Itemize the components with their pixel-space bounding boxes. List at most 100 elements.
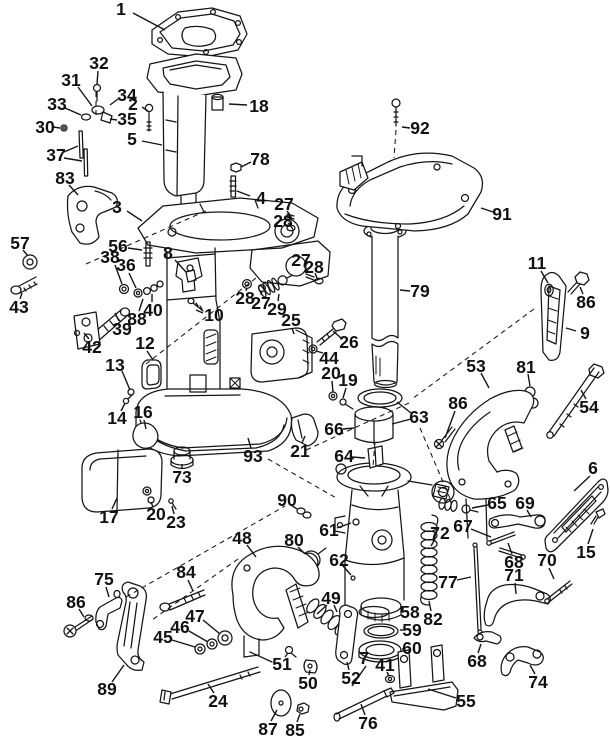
part-number-86: 86 [448,393,468,413]
leader-line-4 [236,190,251,197]
part-number-3: 3 [112,197,122,217]
part-number-75: 75 [94,569,114,589]
leader-line-49 [333,604,338,613]
part-hardware-cluster-top-left [60,83,113,177]
part-number-77: 77 [438,572,457,592]
part-clamp-lever-71 [483,583,551,627]
part-number-21: 21 [290,441,310,461]
part-number-83: 83 [55,168,75,188]
part-oring-59 [363,623,399,639]
part-number-6: 6 [588,458,598,478]
leader-line-7 [351,665,367,687]
leader-line-83 [68,184,79,196]
leader-line-30 [52,126,61,129]
leader-line-43 [19,292,23,300]
part-number-10: 10 [204,305,224,325]
leader-line-82 [428,600,432,612]
part-number-39: 39 [112,319,132,339]
part-number-82: 82 [423,609,443,629]
part-number-15: 15 [576,542,596,562]
leader-line-39 [114,312,120,322]
part-disc-87 [270,689,292,717]
leader-line-44 [315,350,324,354]
part-rod-24 [159,666,261,705]
leader-line-75 [105,586,110,598]
leader-line-84 [187,579,194,592]
part-screws-13-14 [122,388,135,405]
part-screw-92 [391,98,401,127]
leader-line-9 [565,327,577,332]
part-number-42: 42 [82,337,102,357]
leader-line-92 [401,126,411,129]
part-number-47: 47 [185,606,204,626]
part-number-7: 7 [359,648,369,668]
part-number-65: 65 [487,493,507,513]
part-washers-45-46-47 [194,630,233,655]
part-number-30: 30 [35,117,55,137]
part-number-61: 61 [319,520,339,540]
leader-line-18 [228,103,248,106]
leader-line-61 [336,522,352,529]
leader-line-87 [270,709,278,722]
part-washer-57 [22,254,38,270]
leader-line-51 [284,652,289,658]
part-number-4: 4 [256,188,266,208]
leader-line-50 [308,669,311,676]
part-number-72: 72 [430,523,450,543]
part-lever-75 [95,589,123,631]
part-number-59: 59 [402,620,422,640]
part-number-38: 38 [100,247,120,267]
part-transom-plate-6 [544,478,609,553]
leader-line-63 [391,418,412,425]
leader-line-36 [128,272,137,289]
part-number-17: 17 [99,507,118,527]
part-grommet-90 [296,507,312,519]
part-number-62: 62 [329,550,349,570]
part-mount-bracket-25 [250,327,313,383]
leader-line-25 [291,327,295,335]
leader-line-2 [141,106,149,112]
part-bolt-43 [10,276,38,295]
part-lever-69 [488,514,546,529]
part-number-50: 50 [298,673,318,693]
part-number-68: 68 [467,651,487,671]
leader-line-76 [360,703,366,716]
part-fitting-18 [211,93,224,111]
leader-line-77 [456,576,472,581]
leader-line-28 [314,272,318,279]
part-number-56: 56 [108,236,128,256]
part-number-29: 29 [267,299,287,319]
part-number-53: 53 [466,356,486,376]
leader-line-67 [470,528,492,538]
part-bracket-89 [116,581,147,671]
part-number-88: 88 [127,309,147,329]
part-number-5: 5 [127,129,137,149]
leader-line-86 [78,608,85,618]
leader-line-35 [109,118,118,121]
part-number-57: 57 [10,233,29,253]
part-number-91: 91 [492,204,512,224]
leader-line-23 [171,505,175,515]
part-bolt-26 [316,318,347,346]
part-number-73: 73 [172,467,192,487]
leader-line-89 [111,664,125,683]
alignment-dashed-lines [85,92,535,621]
part-number-71: 71 [504,565,524,585]
part-nut-78 [230,162,242,173]
leader-line-17 [111,497,118,510]
part-number-46: 46 [170,617,190,637]
leader-line-3 [126,210,143,222]
part-exhaust-housing [146,53,243,207]
leader-line-20 [331,380,334,393]
leader-line-78 [240,161,252,168]
part-number-27: 27 [274,194,293,214]
part-number-35: 35 [117,109,137,129]
part-cover-17 [81,448,163,513]
part-number-92: 92 [410,118,430,138]
part-wedge-64 [367,445,384,469]
part-nut-85 [296,702,310,715]
part-bolt-54 [546,363,605,439]
